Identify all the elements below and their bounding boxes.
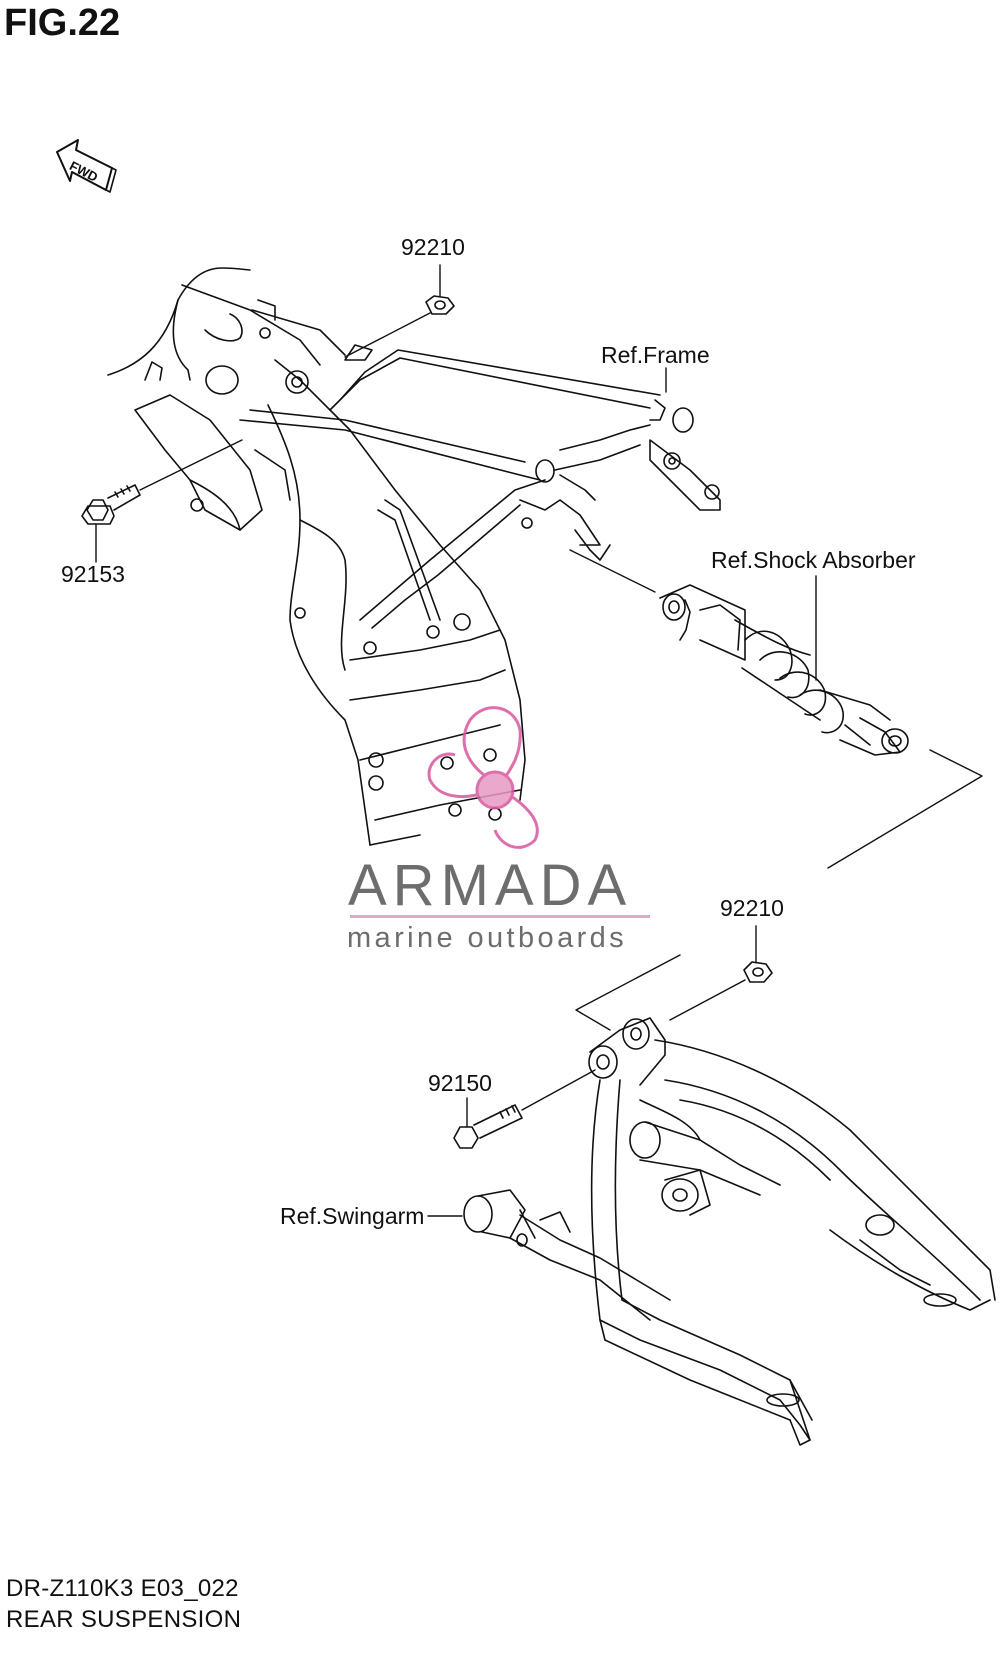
callout-bolt-92153: 92153 (61, 561, 125, 587)
swingarm-drawing (463, 1017, 996, 1446)
callout-bolt-92150: 92150 (428, 1070, 492, 1096)
nut-92210-top-drawing (425, 295, 455, 315)
figure-title: FIG.22 (4, 2, 121, 44)
watermark-divider (350, 915, 650, 918)
watermark-brand: ARMADA (348, 853, 633, 918)
footer-section-name: REAR SUSPENSION (6, 1606, 242, 1633)
bolt-92150-drawing (453, 1104, 523, 1149)
frame-drawing (107, 267, 721, 846)
fwd-arrow-icon (56, 139, 117, 193)
watermark-tagline: marine outboards (347, 922, 628, 954)
callout-ref-shock-absorber: Ref.Shock Absorber (711, 547, 916, 573)
callout-ref-frame: Ref.Frame (601, 342, 710, 368)
armada-propeller-logo (427, 706, 539, 849)
footer-model-code: DR-Z110K3 E03_022 (6, 1575, 239, 1602)
nut-92210-lower-drawing (743, 961, 773, 983)
callout-ref-swingarm: Ref.Swingarm (280, 1203, 425, 1229)
callout-nut-92210-lower: 92210 (720, 895, 784, 921)
callout-nut-92210-top: 92210 (401, 234, 465, 260)
shock-absorber-drawing (659, 584, 909, 756)
bolt-92153-drawing (81, 484, 141, 525)
